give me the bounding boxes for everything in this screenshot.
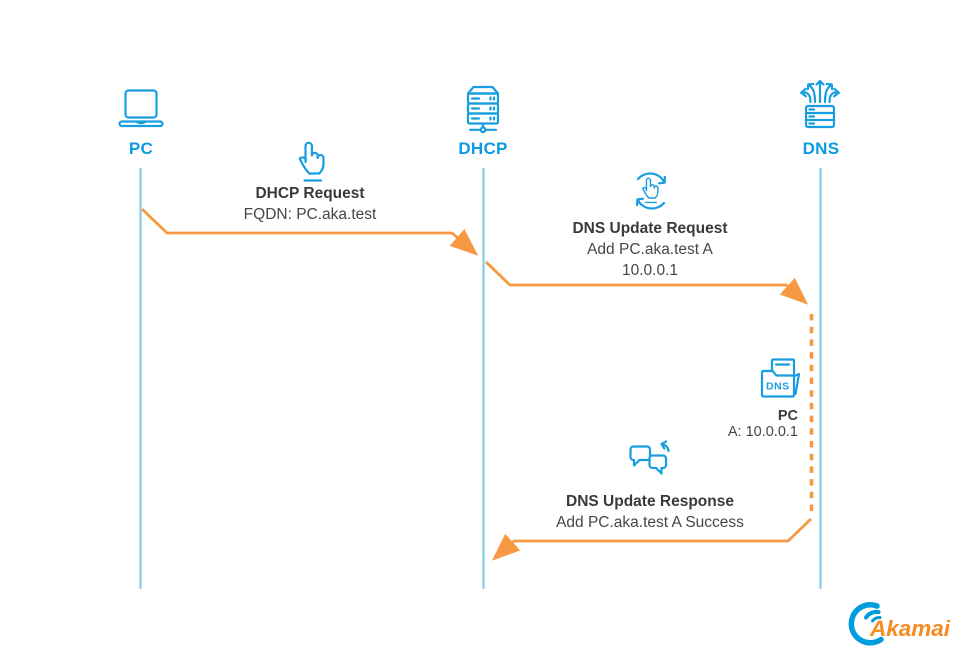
dns-record-annotation: PC A: 10.0.0.1 — [650, 408, 798, 440]
message-title: DHCP Request — [255, 185, 365, 202]
lifelines — [139, 168, 822, 589]
record-value: A: 10.0.0.1 — [727, 423, 798, 440]
message-title: DNS Update Request — [572, 220, 728, 237]
message-dns-update-request: DNS Update Request Add PC.aka.test A 10.… — [525, 218, 775, 281]
message-title: DNS Update Response — [566, 493, 734, 510]
akamai-logo: Akamai — [848, 602, 951, 646]
akamai-logo-text: Akamai — [869, 616, 951, 641]
arrow-dhcp-request — [141, 207, 479, 256]
message-dhcp-request: DHCP Request FQDN: PC.aka.test — [185, 183, 435, 225]
message-line: 10.0.0.1 — [621, 262, 679, 279]
broadcast-switch-icon — [800, 79, 840, 129]
folder-label: DNS — [766, 381, 790, 393]
dns-folder-icon: DNS — [760, 358, 801, 398]
actor-label-dns: DNS — [802, 139, 840, 158]
click-hand-icon — [298, 141, 325, 182]
actor-label-dhcp: DHCP — [458, 139, 508, 158]
sync-hand-icon — [636, 172, 666, 210]
actor-label-pc: PC — [128, 139, 154, 158]
message-line: FQDN: PC.aka.test — [243, 206, 377, 223]
server-icon — [466, 85, 500, 134]
arrow-dns-update-request — [485, 260, 809, 305]
arrow-dns-update-response — [491, 517, 812, 561]
record-name: PC — [777, 408, 798, 424]
message-line: Add PC.aka.test A — [587, 241, 713, 258]
laptop-icon — [118, 89, 164, 128]
message-dns-update-response: DNS Update Response Add PC.aka.test A Su… — [505, 491, 795, 533]
chat-sync-icon — [629, 440, 670, 475]
message-line: Add PC.aka.test A Success — [556, 514, 744, 531]
